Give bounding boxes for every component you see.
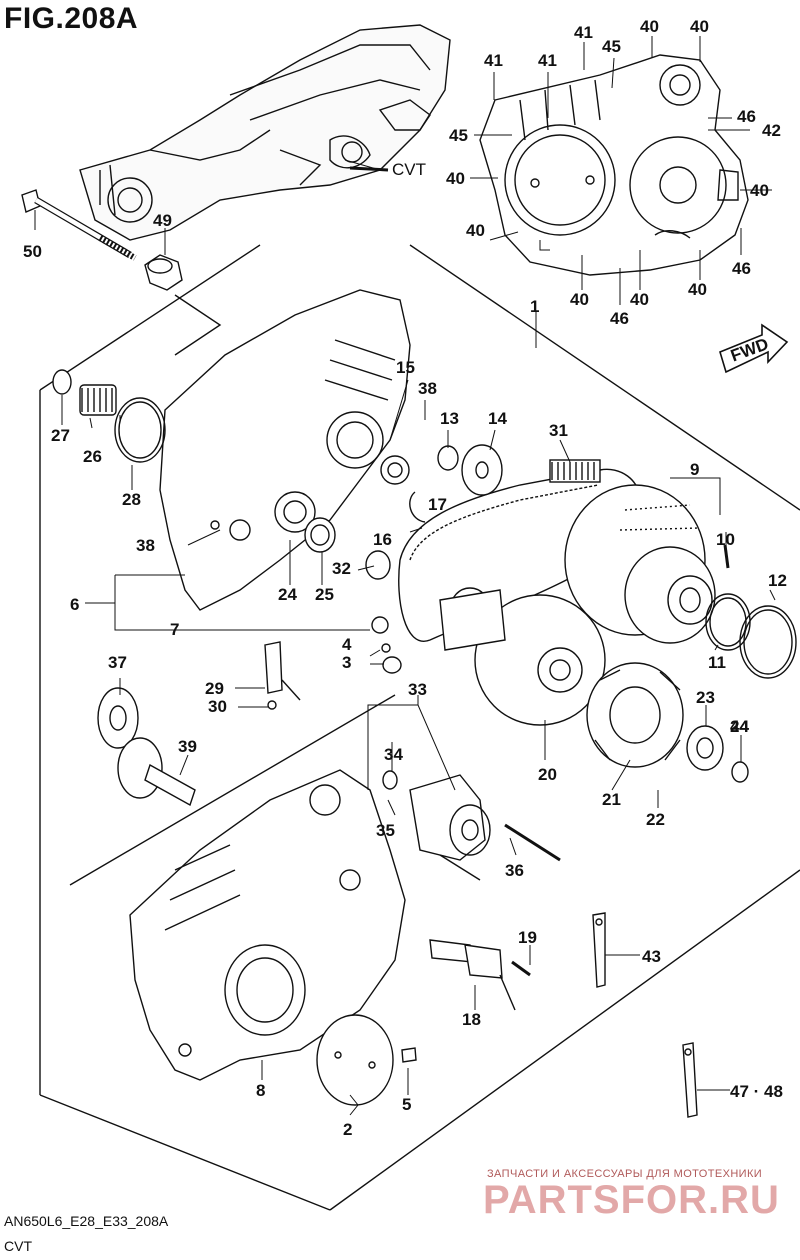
outer-cover-drawing	[479, 54, 749, 276]
part-label-49[interactable]: 49	[153, 211, 172, 230]
part-label-32[interactable]: 32	[332, 559, 351, 578]
driven-pulley-drawing	[564, 484, 716, 644]
part-label-24[interactable]: 24	[730, 717, 749, 736]
part-label-44[interactable]: 44	[730, 717, 749, 736]
part-label-29[interactable]: 29	[205, 679, 224, 698]
figure-subtitle: CVT	[4, 1238, 32, 1254]
part-label-18[interactable]: 18	[462, 1010, 481, 1029]
part-label-40b[interactable]: 40	[690, 17, 709, 36]
part-label-5[interactable]: 5	[402, 1095, 411, 1114]
part-label-36[interactable]: 36	[505, 861, 524, 880]
bolt-50-drawing	[21, 189, 137, 261]
part-label-40c[interactable]: 40	[446, 169, 465, 188]
bracket-43-drawing	[592, 912, 606, 988]
part-label-40g[interactable]: 40	[630, 290, 649, 309]
crankcase-cover-drawing	[159, 289, 411, 611]
part-label-2[interactable]: 2	[343, 1120, 352, 1139]
drive-pulley-drawing	[439, 587, 684, 768]
washers-13-14-drawing	[304, 444, 503, 580]
part-label-22[interactable]: 22	[646, 810, 665, 829]
assembly-frame	[39, 244, 800, 1211]
part-label-40f[interactable]: 40	[570, 290, 589, 309]
part-label-50[interactable]: 50	[23, 242, 42, 261]
part-label-6[interactable]: 6	[70, 595, 79, 614]
part-label-4[interactable]: 4	[342, 635, 352, 654]
part-label-9[interactable]: 9	[690, 460, 699, 479]
part-label-45b[interactable]: 45	[602, 37, 621, 56]
part-label-26[interactable]: 26	[83, 447, 102, 466]
switch-18-drawing	[429, 939, 531, 1011]
part-label-46c[interactable]: 46	[610, 309, 629, 328]
figure-title: FIG.208A	[4, 2, 139, 35]
part-label-27[interactable]: 27	[51, 426, 70, 445]
part-label-41c[interactable]: 41	[574, 23, 593, 42]
part-label-33[interactable]: 33	[408, 680, 427, 699]
starter-motor-drawing	[382, 770, 561, 881]
part-label-4748[interactable]: 47 · 48	[730, 1082, 783, 1101]
part-label-13[interactable]: 13	[440, 409, 459, 428]
leader-lines	[34, 36, 776, 1116]
part-label-10[interactable]: 10	[716, 530, 735, 549]
part-label-42[interactable]: 42	[762, 121, 781, 140]
part-label-37[interactable]: 37	[108, 653, 127, 672]
part-label-23[interactable]: 23	[696, 688, 715, 707]
cap-2-drawing	[316, 1014, 417, 1106]
engine-cvt-callout: CVT	[392, 160, 426, 179]
part-label-31[interactable]: 31	[549, 421, 568, 440]
right-seals-drawing	[686, 544, 797, 783]
gears-37-39-drawing	[97, 687, 196, 807]
figure-code: AN650L6_E28_E33_208A	[4, 1213, 169, 1229]
part-label-46b[interactable]: 46	[732, 259, 751, 278]
part-label-43[interactable]: 43	[642, 947, 661, 966]
fwd-arrow	[719, 323, 789, 374]
part-label-40d[interactable]: 40	[466, 221, 485, 240]
part-label-8[interactable]: 8	[256, 1081, 265, 1100]
part-label-12[interactable]: 12	[768, 571, 787, 590]
part-label-15[interactable]: 15	[396, 358, 415, 377]
part-label-41b[interactable]: 41	[538, 51, 557, 70]
sensor-29-drawing	[264, 616, 402, 710]
part-label-14[interactable]: 14	[488, 409, 507, 428]
part-label-40a[interactable]: 40	[640, 17, 659, 36]
engine-illustration	[79, 24, 451, 241]
part-label-7[interactable]: 7	[170, 620, 179, 639]
watermark-tagline: ЗАПЧАСТИ И АКСЕССУАРЫ ДЛЯ МОТОТЕХНИКИ	[487, 1168, 763, 1180]
watermark-brand: PARTSFOR.RU	[483, 1178, 780, 1222]
part-label-45a[interactable]: 45	[449, 126, 468, 145]
bracket-4748-drawing	[682, 1042, 698, 1118]
part-label-40e[interactable]: 40	[750, 181, 769, 200]
nut-49-drawing	[144, 254, 183, 291]
part-label-17[interactable]: 17	[428, 495, 447, 514]
part-label-21[interactable]: 21	[602, 790, 621, 809]
lower-case-drawing	[129, 769, 406, 1081]
part-label-38a[interactable]: 38	[418, 379, 437, 398]
part-label-3[interactable]: 3	[342, 653, 351, 672]
part-label-11[interactable]: 11	[708, 653, 726, 672]
part-label-39[interactable]: 39	[178, 737, 197, 756]
part-number-labels: 1 2 3 4 5 6 7 8 9 10 11 12 13 14 15 16 1…	[23, 17, 787, 1139]
part-label-19[interactable]: 19	[518, 928, 537, 947]
part-label-34[interactable]: 34	[384, 745, 403, 764]
part-label-41a[interactable]: 41	[484, 51, 503, 70]
part-label-25[interactable]: 25	[315, 585, 334, 604]
part-label-20[interactable]: 20	[538, 765, 557, 784]
part-label-38b[interactable]: 38	[136, 536, 155, 555]
part-label-35[interactable]: 35	[376, 821, 395, 840]
part-label-16[interactable]: 16	[373, 530, 392, 549]
part-label-30[interactable]: 30	[208, 697, 227, 716]
part-label-46a[interactable]: 46	[737, 107, 756, 126]
part-label-40h[interactable]: 40	[688, 280, 707, 299]
part-label-1[interactable]: 1	[530, 297, 539, 316]
part-label-24b[interactable]: 24	[278, 585, 297, 604]
bearing-parts-left	[52, 369, 166, 463]
part-label-28[interactable]: 28	[122, 490, 141, 509]
